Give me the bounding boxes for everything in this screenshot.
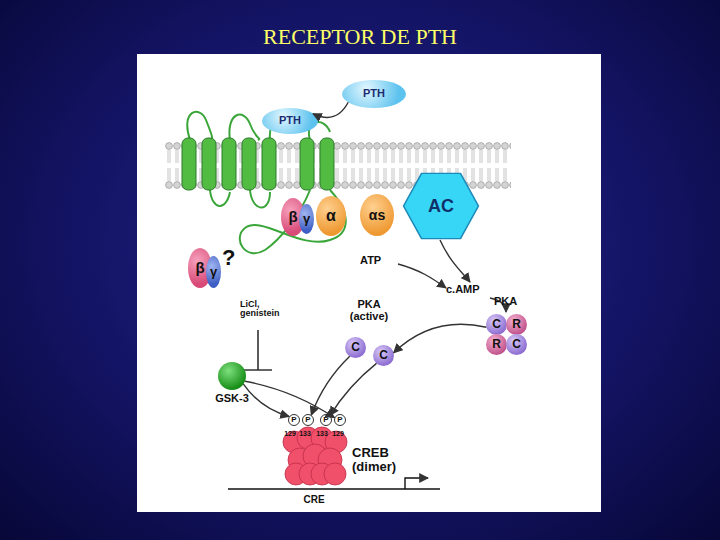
connector-arrow: [243, 384, 289, 416]
kinase-circle: GSK-3: [218, 362, 246, 390]
node-label: C: [492, 318, 501, 331]
residue-number: 133: [296, 430, 314, 437]
reaction-arrow: [398, 264, 446, 288]
node-label: P: [323, 416, 328, 424]
connector-arrow: [330, 363, 377, 415]
phospho-site: P: [334, 414, 346, 426]
node-label: PTH: [363, 88, 385, 100]
node-label: C: [512, 338, 521, 351]
node-label: β: [195, 260, 204, 276]
g-protein-subunit: α: [316, 196, 346, 236]
node-label: α: [326, 208, 336, 225]
g-protein-subunit: γ: [206, 256, 221, 288]
node-label: C: [351, 341, 360, 354]
g-protein-subunit: γ: [299, 204, 314, 234]
node-label: αs: [369, 208, 385, 223]
molecule-label: c.AMP: [446, 284, 496, 296]
question-mark: ?: [222, 246, 242, 269]
node-label: PTH: [279, 115, 301, 127]
connector-arrow: [245, 381, 334, 417]
connector-arrow: [311, 356, 349, 415]
residue-number: 129: [281, 430, 299, 437]
enzyme-label: PKA: [494, 296, 534, 308]
transcription-start-arrow: [405, 478, 428, 489]
phospho-site: P: [288, 414, 300, 426]
node-label: P: [305, 416, 310, 424]
ligand-ellipse: PTH: [262, 108, 318, 134]
node-label: γ: [303, 212, 310, 226]
connector-arrow: [313, 102, 348, 117]
enzyme-hexagon: AC: [402, 172, 480, 240]
node-label: R: [512, 318, 521, 331]
dna-strand: [228, 488, 440, 490]
node-heading: GSK-3: [196, 393, 268, 405]
residue-number: 129: [329, 430, 347, 437]
node-label: AC: [428, 197, 454, 216]
node-heading: CREB (dimer): [352, 446, 412, 473]
molecule-label: ATP: [360, 255, 400, 267]
g-protein-subunit: αs: [360, 194, 394, 236]
reaction-arrow: [440, 240, 470, 282]
kinase-subunit: C: [373, 345, 394, 366]
residue-number: 133: [313, 430, 331, 437]
node-label: γ: [210, 265, 217, 279]
transmembrane-helix: [182, 138, 334, 190]
phospho-site: P: [320, 414, 332, 426]
inhibition-bar: [244, 330, 272, 370]
kinase-subunit: C: [506, 334, 527, 355]
node-label: C: [379, 349, 388, 362]
regulatory-subunit: R: [486, 334, 507, 355]
receptor-tail: [210, 190, 346, 253]
phospho-site: P: [302, 414, 314, 426]
element-label: CRE: [294, 495, 334, 506]
node-label: β: [288, 209, 297, 225]
inhibitor-label: LiCl, genistein: [240, 300, 296, 319]
node-label: R: [492, 338, 501, 351]
regulatory-subunit: R: [506, 314, 527, 335]
enzyme-label: PKA (active): [338, 299, 400, 322]
node-label: P: [291, 416, 296, 424]
slide-title: RECEPTOR DE PTH: [0, 24, 720, 50]
kinase-subunit: C: [345, 337, 366, 358]
ligand-ellipse: PTH: [342, 80, 406, 108]
connector-arrow: [394, 324, 487, 352]
node-label: P: [337, 416, 342, 424]
kinase-subunit: C: [486, 314, 507, 335]
